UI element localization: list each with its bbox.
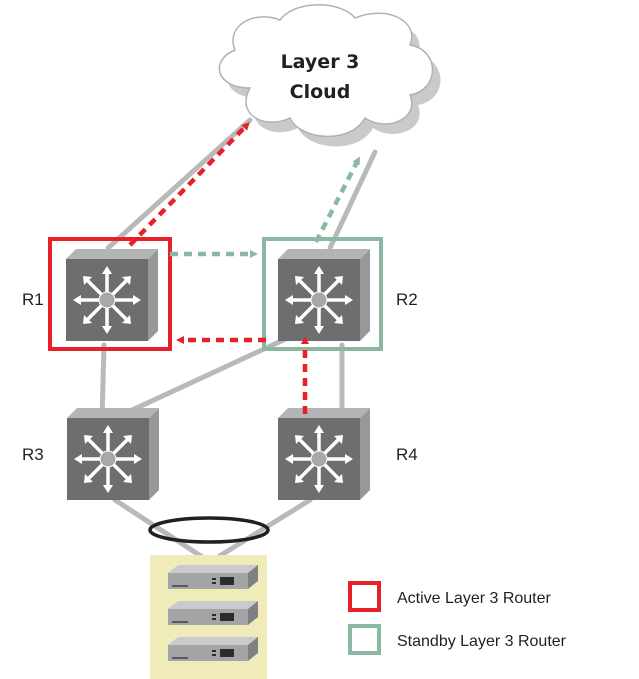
cloud-label-line2: Cloud <box>290 81 351 103</box>
router-label-r3: R3 <box>22 445 44 464</box>
cloud-label-line1: Layer 3 <box>281 51 360 73</box>
active-router-frame <box>48 237 172 351</box>
switch-r2 <box>276 247 372 343</box>
server-unit-3 <box>168 637 258 661</box>
server-unit-1 <box>168 565 258 589</box>
router-label-r4: R4 <box>396 445 418 464</box>
flow-r2-to-cloud <box>313 156 361 244</box>
switch-r1 <box>64 247 160 343</box>
cloud-body <box>218 4 434 138</box>
link-r4-servers <box>207 497 313 565</box>
flows <box>128 122 361 414</box>
port-channel-ring <box>148 516 270 544</box>
server-stack <box>150 555 267 679</box>
server-unit-2 <box>168 601 258 625</box>
legend-active-swatch <box>348 581 381 612</box>
router-label-r1: R1 <box>22 290 44 309</box>
legend-standby-label: Standby Layer 3 Router <box>397 633 567 650</box>
standby-router-frame <box>262 237 383 351</box>
link-r1-r3 <box>99 342 107 423</box>
link-r1-cloud <box>105 117 253 251</box>
links <box>99 117 378 565</box>
layer3-cloud: Layer 3 Cloud <box>218 4 441 147</box>
switch-r4 <box>276 406 372 502</box>
switch-r3 <box>65 406 161 502</box>
link-r2-r3 <box>112 327 308 421</box>
legend-active-label: Active Layer 3 Router <box>397 590 552 607</box>
flow-r1-to-cloud <box>128 122 250 247</box>
legend-standby-swatch <box>348 624 381 655</box>
link-r2-cloud <box>327 149 378 251</box>
link-r3-servers <box>112 497 213 565</box>
router-label-r2: R2 <box>396 290 418 309</box>
legend: Active Layer 3 Router Standby Layer 3 Ro… <box>348 581 567 655</box>
